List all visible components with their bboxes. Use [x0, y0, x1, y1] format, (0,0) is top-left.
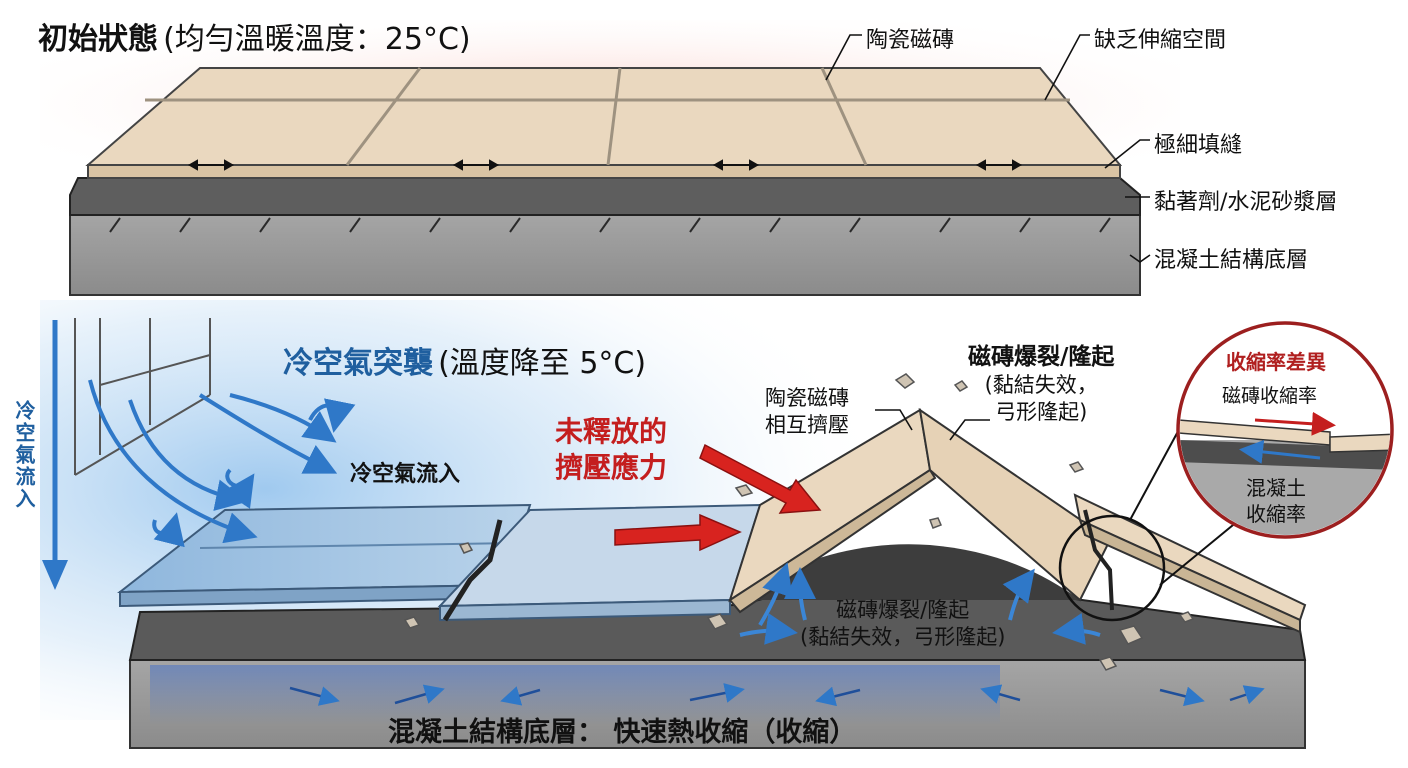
tile-front-edge [87, 164, 1121, 179]
shrinkage-arrows [289, 683, 1265, 707]
label-under-arch: 磁磚爆裂/隆起 (黏結失效，弓形隆起) [800, 597, 1005, 651]
cold-event-cross-section [40, 300, 1307, 749]
tiles-squeezing-line1: 陶瓷磁磚 [765, 386, 849, 410]
label-unreleased-stress: 未釋放的 擠壓應力 [555, 414, 667, 486]
tiles-squeezing-line2: 相互擠壓 [765, 413, 849, 437]
inset-title: 收縮率差異 [1226, 350, 1326, 374]
label-ceramic-tile: 陶瓷磁磚 [866, 28, 955, 53]
inset-concrete-line1: 混凝土 [1246, 476, 1306, 500]
adhesive-layer [69, 177, 1141, 216]
inset-concrete-line2: 收縮率 [1246, 502, 1306, 526]
joint-crack [442, 519, 503, 622]
tile-burst-detail-line1: (黏結失效， [984, 373, 1098, 397]
tile-surface [85, 67, 1123, 166]
initial-state-title: 初始狀態 (均勻溫暖溫度：25°C) [38, 14, 471, 58]
thin-grout-lines [145, 67, 1070, 166]
label-tiles-squeezing: 陶瓷磁磚 相互擠壓 [765, 385, 849, 439]
unreleased-stress-line1: 未釋放的 [555, 415, 668, 448]
tile-burst-detail-line2: 弓形隆起) [995, 400, 1088, 424]
under-arch-line2: (黏結失效，弓形隆起) [800, 625, 1006, 649]
cold-air-arrows [88, 379, 356, 548]
label-tile-burst: 磁磚爆裂/隆起 (黏結失效， 弓形隆起) [968, 342, 1114, 426]
label-thin-grout: 極細填縫 [1154, 133, 1243, 158]
detail-circle [1058, 514, 1166, 622]
label-adhesive-layer: 黏著劑/水泥砂漿層 [1154, 190, 1338, 215]
upward-force-arrows [739, 562, 1101, 645]
cold-air-title-bold: 冷空氣突襲 [283, 346, 433, 381]
stress-arrows [614, 443, 822, 552]
shrinkage-difference-inset [1176, 321, 1394, 539]
label-cold-air-inflow: 冷空氣流入 [350, 462, 461, 487]
initial-state-cross-section [40, 20, 1180, 296]
initial-state-title-bold: 初始狀態 [38, 22, 158, 57]
top-callout-leaders [825, 34, 1151, 263]
rebar-marks [109, 217, 1111, 233]
inset-tile-rate: 磁磚收縮率 [1222, 385, 1318, 407]
arch-void [740, 544, 1080, 600]
label-no-expansion-space: 缺乏伸縮空間 [1094, 28, 1227, 53]
label-concrete-base-top: 混凝土結構底層 [1154, 248, 1309, 273]
label-concrete-shrinkage: 混凝土結構底層： 快速熱收縮（收縮） [388, 717, 857, 748]
initial-state-title-temp: (均勻溫暖溫度：25°C) [163, 22, 471, 57]
tile-debris [403, 373, 1195, 671]
label-vertical-cold-air-inflow: 冷空氣流入 [12, 400, 36, 510]
concrete-base-layer [69, 214, 1141, 296]
tile-burst-title: 磁磚爆裂/隆起 [968, 344, 1115, 370]
window-frame [74, 318, 211, 476]
cold-air-title: 冷空氣突襲 (溫度降至 5°C) [283, 338, 646, 382]
no-expansion-arrows [187, 159, 1023, 171]
unreleased-stress-line2: 擠壓應力 [555, 451, 668, 484]
bottom-callout-leaders [875, 409, 990, 441]
circled-crack [1083, 509, 1114, 611]
inset-concrete-rate: 混凝土 收縮率 [1246, 475, 1306, 527]
cold-air-title-temp: (溫度降至 5°C) [438, 346, 647, 381]
under-arch-line1: 磁磚爆裂/隆起 [836, 598, 970, 622]
